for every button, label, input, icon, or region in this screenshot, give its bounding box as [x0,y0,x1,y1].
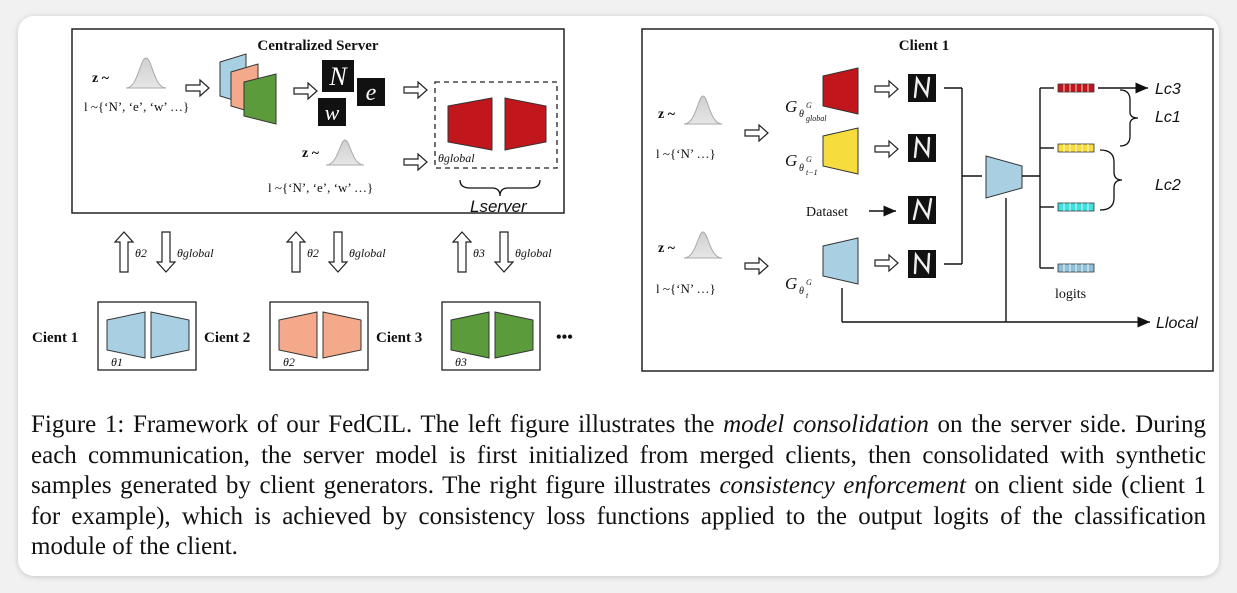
caption-emphasis-2: consistency enforcement [719,472,966,499]
hollow-arrow-icon [403,80,428,100]
dataset-label: Dataset [806,205,848,220]
theta-up-1: θ2 [135,246,147,260]
label-condition: l ~{‘N’ …} [656,146,716,161]
theta-down-2: θglobal [349,246,386,260]
gaussian-icon [683,231,723,259]
figure-caption: Figure 1: Framework of our FedCIL. The l… [31,410,1206,563]
g-prev-sup: G [806,155,812,164]
theta-down-1: θglobal [177,246,214,260]
loss-lc2: Lc2 [1155,177,1181,194]
digit-samples: N e w [318,60,385,126]
figure-diagram: Centralized Server z ~ l ~{‘N’, ‘e’, ‘w’… [32,28,1214,372]
logits-label: logits [1055,287,1086,302]
classifier [985,155,1023,199]
client-2-label: Cient 2 [204,330,250,346]
z-label: z ~ [658,241,676,256]
hollow-arrow-icon [403,152,428,172]
figure-card [18,16,1219,576]
more-clients: ••• [556,329,573,346]
hollow-arrow-icon [293,81,318,101]
gaussian-icon [325,139,365,166]
g-prev-label: G [785,151,797,170]
client-2: Cient 2 θ2 [204,301,369,371]
g-prev-sub: θ [799,163,804,174]
caption-part-3: on client side (client 1 for example), w… [31,472,1207,560]
logit-bars [1057,83,1095,273]
g-t-sub: θ [799,286,804,297]
hollow-arrow-icon [744,123,769,143]
loss-llocal: Llocal [1156,315,1198,332]
label-condition: l ~{‘N’, ‘e’, ‘w’ …} [84,99,189,114]
server-box [71,28,565,214]
digit-n-strokes [912,75,933,275]
caption-emphasis-1: model consolidation [723,411,929,438]
client-3-label: Cient 3 [376,330,422,346]
g-global-subsub: global [806,114,827,123]
gaussian-icon [125,57,167,89]
z-label: z ~ [302,146,320,161]
loss-lc1: Lc1 [1155,109,1181,126]
generator-current [822,237,859,285]
client-2-theta: θ2 [283,355,295,369]
digit-e: e [366,80,377,106]
loss-lc3: Lc3 [1155,81,1181,98]
server-title: Centralized Server [257,38,379,54]
theta-up-2: θ2 [307,246,319,260]
gaussian-icon [683,95,723,125]
hollow-arrow-icon [744,256,769,276]
label-condition: l ~{‘N’ …} [656,281,716,296]
digit-n: N [328,62,348,91]
client-1: Cient 1 θ1 [32,301,197,371]
l-server-label: Lserver [470,197,528,216]
g-t-sup: G [806,278,812,287]
g-prev-subsub: t−1 [806,168,818,177]
client-3-theta: θ3 [455,355,467,369]
hollow-arrow-icon [874,79,899,273]
brace-icon [1119,89,1139,147]
caption-part-1: Figure 1: Framework of our FedCIL. The l… [31,411,724,438]
g-t-label: G [785,274,797,293]
caption-part-2: on the server side. During each communic… [31,411,1206,499]
z-label: z ~ [658,107,676,122]
connector-lines [944,87,982,265]
generator-prev [822,127,859,175]
client-1-theta: θ1 [111,355,123,369]
theta-global-label: θglobal [438,151,475,165]
client-panel-title: Client 1 [899,38,949,54]
comm-arrows [113,231,515,273]
logit-cells [1063,84,1089,272]
global-model-box [434,81,558,169]
g-t-subsub: t [806,291,809,300]
brace-icon [459,179,541,197]
connector-lines [1022,87,1054,269]
digit-w: w [325,100,340,125]
generator-global [822,67,859,115]
client-1-box [641,28,1214,372]
theta-up-3: θ3 [473,246,485,260]
brace-icon [1099,149,1123,211]
stacked-generators [219,53,277,125]
z-label: z ~ [92,71,110,86]
global-model [447,97,547,151]
client-samples [908,74,936,278]
client-1-label: Cient 1 [32,330,78,346]
g-global-label: G [785,97,797,116]
g-global-sup: G [806,101,812,110]
g-global-sub: θ [799,109,804,120]
client-3: Cient 3 θ3 [376,301,541,371]
local-loss-lines [841,198,1150,328]
hollow-arrow-icon [185,78,210,98]
label-condition: l ~{‘N’, ‘e’, ‘w’ …} [268,180,373,195]
theta-down-3: θglobal [515,246,552,260]
